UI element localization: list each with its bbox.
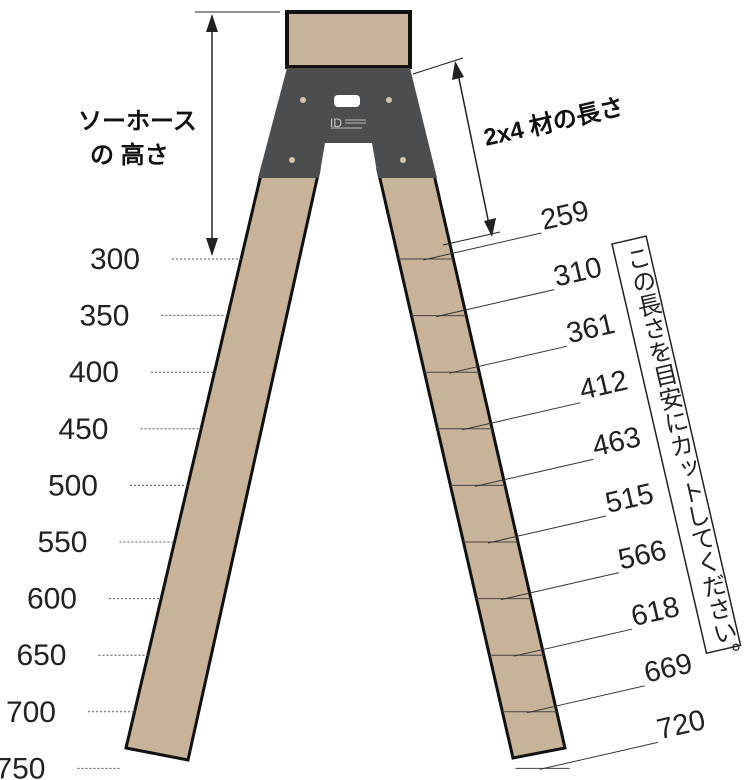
- note-box: [611, 235, 742, 655]
- cut-length-label: 361: [564, 308, 618, 350]
- height-label: 550: [37, 526, 87, 559]
- height-label: 600: [27, 583, 77, 616]
- cut-length-label: 259: [538, 195, 592, 237]
- height-arrowhead-down: [206, 238, 218, 256]
- lumber-length-label: 2x4 材の長さ: [481, 93, 626, 151]
- leader-line: [539, 741, 658, 770]
- sawhorse-height-label: の 高さ: [90, 141, 169, 169]
- sawhorse-height-label: ソーホース: [78, 108, 197, 135]
- leader-line: [449, 345, 568, 374]
- height-label: 650: [16, 639, 66, 672]
- cut-length-label: 310: [551, 251, 605, 293]
- height-label: 500: [48, 469, 98, 502]
- height-rows: 300 259 350 310 400 361 450 412 500 463 550 515 600 5…: [0, 195, 708, 780]
- leader-line: [513, 628, 632, 657]
- cut-length-label: 566: [615, 534, 669, 576]
- height-label: 350: [79, 300, 129, 333]
- cut-length-label: 669: [641, 648, 695, 690]
- leader-line: [436, 289, 555, 318]
- height-label: 450: [58, 413, 108, 446]
- top-beam: [285, 10, 412, 69]
- length-arrowhead-down: [484, 218, 496, 237]
- height-label: 700: [6, 696, 56, 729]
- leader-line: [500, 572, 619, 601]
- bracket-hole: [386, 97, 392, 103]
- cut-length-label: 720: [654, 704, 708, 746]
- leader-line: [526, 685, 645, 714]
- leader-line: [423, 232, 542, 261]
- cut-length-label: 618: [628, 591, 682, 633]
- length-dimension-line: [455, 63, 492, 235]
- length-dimension-tick: [442, 231, 501, 246]
- height-label: 750: [0, 752, 46, 780]
- length-dimension-tick: [412, 57, 464, 75]
- leader-line: [461, 402, 581, 431]
- left-leg: [124, 168, 321, 762]
- bracket-hole: [289, 157, 295, 163]
- cut-length-label: 463: [589, 421, 643, 463]
- bracket-hole: [300, 97, 306, 103]
- bracket-logo: ID: [330, 116, 342, 130]
- cut-length-label: 412: [576, 365, 630, 407]
- height-label: 300: [90, 243, 140, 276]
- height-label: 400: [69, 356, 119, 389]
- bracket-slot: [334, 95, 360, 107]
- right-leg: [376, 168, 567, 760]
- bracket-hole: [400, 157, 406, 163]
- length-arrowhead-up: [452, 61, 464, 80]
- cut-length-label: 515: [602, 478, 656, 520]
- leader-line: [474, 458, 594, 487]
- height-arrowhead-up: [206, 14, 218, 32]
- leader-line: [487, 515, 607, 544]
